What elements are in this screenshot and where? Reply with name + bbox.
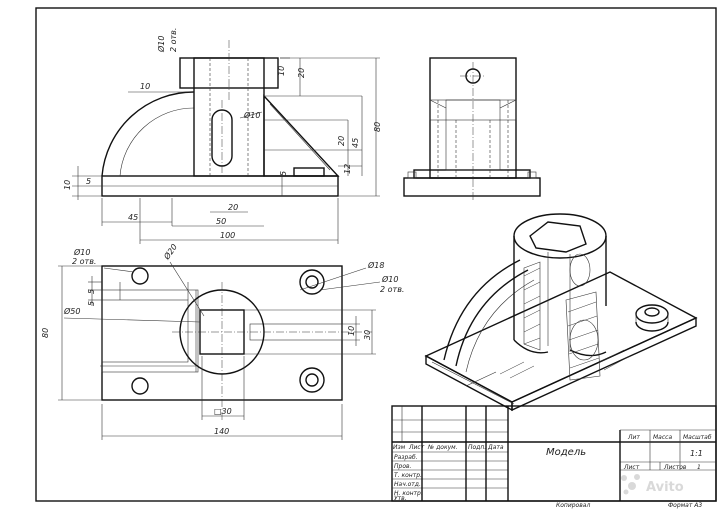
tb-date: Дата: [487, 444, 504, 451]
tb-lit: Лит: [627, 434, 640, 441]
title-block-frame: [391, 405, 717, 502]
tb-list: Лист: [408, 444, 425, 451]
top-dim-sq30: □30: [214, 407, 232, 416]
front-dim-hole-qty: 2 отв.: [169, 28, 178, 52]
tb-doc: № докум.: [427, 444, 458, 451]
front-dim-left5: 5: [86, 177, 91, 186]
top-dim-h5a: 5: [87, 289, 96, 294]
tb-mass: Масса: [653, 434, 672, 441]
tb-scale: Масштаб: [683, 434, 712, 441]
title-block: Изм Лист № докум. Подп. Дата Разраб. Про…: [391, 405, 717, 502]
tb-role-1: Пров.: [394, 463, 412, 470]
front-view: Ø10 2 отв. 10 20 Ø10 80 45 20 12 5 10 5 …: [63, 28, 382, 244]
top-dim-qty2: 2 отв.: [380, 285, 404, 294]
top-dim-h5b: 5: [87, 301, 96, 306]
tb-scale-value: 1:1: [690, 449, 703, 458]
top-dim-hole-qty: 2 отв.: [72, 257, 96, 266]
front-dim-w50: 50: [216, 217, 226, 226]
tb-title: Модель: [546, 447, 586, 458]
top-view: Ø10 2 отв. Ø20 Ø18 Ø10 2 отв. Ø50 80 5 5…: [41, 242, 404, 440]
tb-izm: Изм: [393, 444, 406, 451]
top-dim-d20: Ø20: [161, 242, 179, 262]
top-dim-d18: Ø18: [367, 260, 384, 270]
iso-curved-rib: [443, 259, 521, 361]
tb-role-4: Н. контр.: [394, 490, 423, 497]
front-dim-h12: 12: [343, 164, 352, 174]
front-triangle-rib: [263, 94, 340, 177]
top-dim-h80: 80: [41, 328, 50, 338]
front-dim-w45: 45: [128, 213, 138, 222]
top-dim-d10: Ø10: [381, 274, 398, 284]
front-dim-h20: 20: [337, 136, 346, 146]
tb-role-0: Разраб.: [394, 454, 418, 461]
front-dim-slot: Ø10: [243, 110, 260, 120]
tb-role-2: Т. контр.: [394, 472, 422, 479]
front-dim-top20: 20: [297, 68, 306, 78]
top-dim-w140: 140: [214, 427, 229, 436]
tb-sheets-value: 1: [697, 464, 701, 471]
tb-sign: Подп.: [468, 444, 486, 451]
front-dim-h45: 45: [351, 138, 360, 148]
top-dim-h10: 10: [347, 326, 356, 336]
front-dim-w10: 10: [140, 82, 150, 91]
front-dim-w20: 20: [228, 203, 238, 212]
avito-watermark: Avito: [621, 474, 684, 495]
front-dim-h5: 5: [279, 171, 288, 176]
watermark-text: Avito: [646, 480, 684, 495]
front-dim-h80: 80: [373, 122, 382, 132]
tb-role-3: Нач.отд.: [394, 481, 421, 488]
tb-role-5: Утв.: [394, 495, 407, 502]
tb-sheet: Лист: [623, 464, 640, 471]
front-dim-top10: 10: [277, 66, 286, 76]
isometric-view: [424, 213, 698, 412]
side-view: [403, 57, 541, 200]
tb-sheets: Листов: [663, 464, 687, 471]
sheet-frame: [35, 7, 717, 502]
front-dim-left10: 10: [63, 180, 72, 190]
footer-format: Формат А3: [668, 502, 702, 509]
footer-copied: Копировал: [556, 502, 590, 509]
top-dim-d50: Ø50: [63, 306, 80, 316]
front-arc-rib: [101, 91, 195, 177]
top-dim-hole-d: Ø10: [73, 247, 90, 257]
front-dim-hole-d: Ø10: [156, 36, 166, 53]
top-dim-h30: 30: [363, 330, 372, 340]
front-dim-w100: 100: [220, 231, 235, 240]
